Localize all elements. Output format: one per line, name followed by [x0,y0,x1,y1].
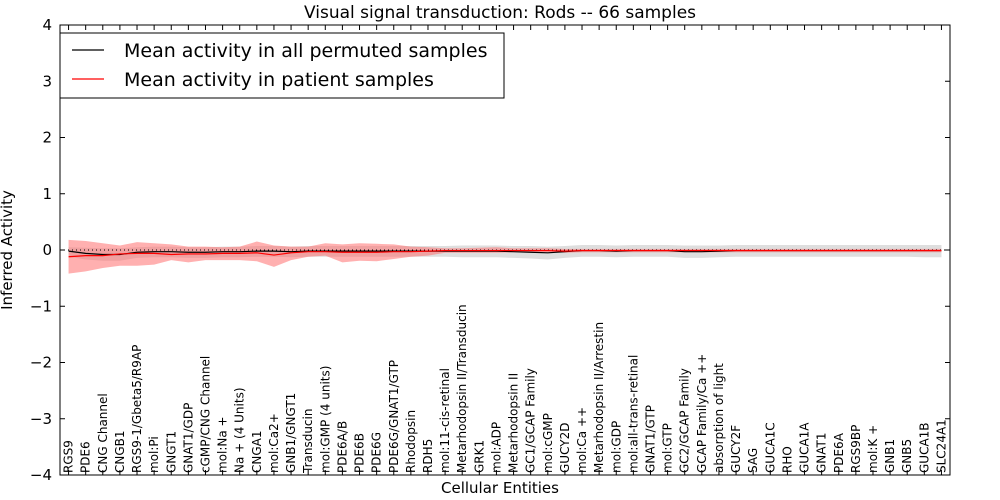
x-tick-label: GUCA1B [917,422,931,473]
x-tick-label: GUCY2F [729,425,743,473]
x-tick-label: PDE6A [832,432,846,473]
x-tick-label: GUCA1C [763,422,777,473]
x-tick-label: PDE6 [79,441,93,473]
x-tick-label: GNB5 [900,439,914,473]
y-tick-label: −2 [30,354,52,372]
x-tick-label: GCAP Family/Ca ++ [695,354,709,473]
legend-label: Mean activity in all permuted samples [124,40,487,62]
y-tick-label: 4 [42,16,52,34]
y-axis: 4 3 2 1 0 −1 −2 −3 −4 [30,16,950,484]
x-tick-label: GNAT1/GDP [181,403,195,473]
x-tick-label: mol:GMP (4 units) [318,366,332,473]
x-tick-label: GNB1 [883,439,897,473]
x-tick-label: GRK1 [472,440,486,473]
x-tick-label: GC2/GCAP Family [678,368,692,473]
plot-frame [59,24,951,476]
x-tick-label: CNG Channel [96,393,110,473]
x-tick-label: cGMP/CNG Channel [198,356,212,473]
y-axis-title: Inferred Activity [0,190,16,310]
x-tick-label: SAG [746,448,760,473]
legend-box [59,32,505,99]
x-axis-title: Cellular Entities [441,479,559,497]
x-tick-label: Na + (4 Units) [233,387,247,473]
x-tick-label: mol:GTP [661,423,675,473]
y-tick-label: −1 [30,297,52,315]
y-tick-label: 3 [42,72,52,90]
x-tick-label: CNGB1 [113,430,127,473]
x-tick-label: Metarhodopsin II/Transducin [455,304,469,473]
patient-band [68,239,942,274]
x-tick-label: mol:all-trans-retinal [626,355,640,473]
y-tick-label: 2 [42,129,52,147]
x-tick-label: RGS9-1/Gbeta5/R9AP [130,345,144,473]
series-lines [60,249,950,258]
x-tick-label: GNAT1/GTP [643,405,657,473]
x-tick-label: GUCA1A [798,422,812,473]
confidence-bands [68,239,942,274]
x-tick-label: Transducin [301,409,315,474]
x-tick-label: CNGA1 [250,431,264,474]
x-tick-label: mol:Na + [216,416,230,473]
y-tick-label: −4 [30,466,52,484]
x-tick-label: RHO [780,446,794,473]
x-tick-label: Metarhodopsin II/Arrestin [592,322,606,473]
y-tick-label: 0 [42,241,52,259]
x-tick-label: GNGT1 [164,431,178,473]
chart-title: Visual signal transduction: Rods -- 66 s… [304,3,696,23]
x-tick-label: Rhodopsin [404,410,418,473]
x-tick-label: GNB1/GNGT1 [284,393,298,473]
x-tick-label: PDE6G/GNAT1/GTP [387,360,401,473]
x-tick-label: RGS9BP [849,425,863,473]
x-tick-label: mol:Ca ++ [575,407,589,473]
legend: Mean activity in all permuted samplesMea… [59,32,505,99]
x-tick-label: mol:Pi [147,436,161,473]
x-tick-label: PDE6G [370,432,384,473]
x-tick-label: mol:Ca2+ [267,413,281,473]
x-tick-label: RDH5 [421,439,435,473]
legend-label: Mean activity in patient samples [124,69,434,91]
y-tick-label: 1 [42,185,52,203]
x-tick-label: mol:cGMP [541,413,555,473]
x-tick-label: SLC24A1 [934,419,948,473]
x-tick-label: mol:K + [866,425,880,473]
x-tick-label: RGS9 [62,440,76,473]
x-tick-label: mol:11-cis-retinal [438,368,452,473]
y-tick-label: −3 [30,410,52,428]
x-tick-label: mol:GDP [609,421,623,473]
patient-mean-line [68,249,942,258]
x-tick-label: GUCY2D [558,423,572,473]
x-tick-label: PDE6B [353,433,367,473]
x-tick-label: GC1/GCAP Family [524,368,538,473]
x-tick-label: mol:ADP [489,422,503,473]
x-tick-label: GNAT1 [815,432,829,473]
x-tick-label: absorption of light [712,363,726,473]
x-tick-label: PDE6A/B [335,421,349,473]
x-tick-label: Metarhodopsin II [507,373,521,473]
